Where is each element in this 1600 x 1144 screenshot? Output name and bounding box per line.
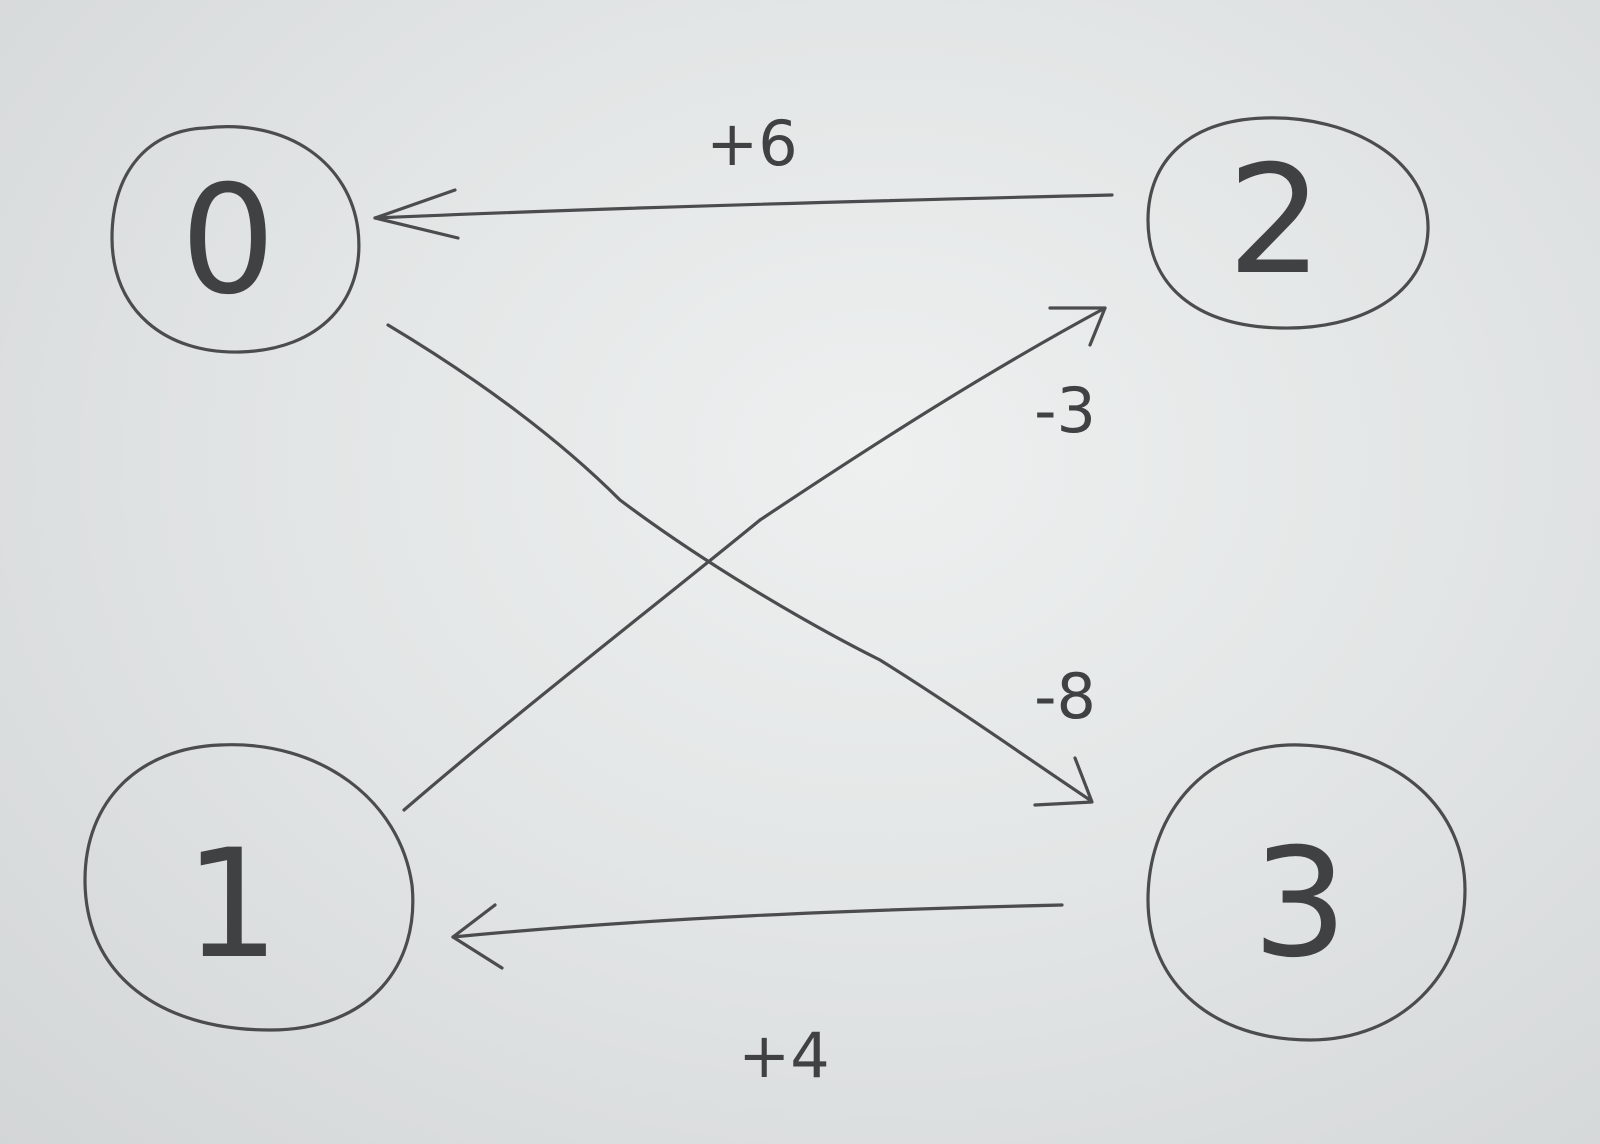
edge-0-to-3: -8 [386,323,1096,807]
edge-2-to-0-label: +6 [706,107,797,180]
edge-2-to-0-arrowhead [373,188,460,240]
edge-0-to-3-line [386,323,1092,802]
edge-1-to-2-label: -3 [1034,374,1096,447]
node-0: 0 [110,125,361,354]
node-2-circle [1146,116,1430,330]
edge-1-to-2: -3 [402,306,1107,812]
edge-0-to-3-label: -8 [1034,660,1096,733]
edge-3-to-1-line [451,903,1064,939]
edge-0-to-3-arrowhead [1033,756,1094,807]
edge-3-to-1-label: +4 [738,1019,829,1092]
edge-2-to-0: +6 [373,107,1114,240]
edge-3-to-1: +4 [451,903,1064,1092]
node-0-circle [110,125,361,354]
edge-2-to-0-line [373,193,1114,220]
node-3-circle [1146,743,1467,1042]
node-1-circle [83,743,415,1032]
node-0-label: 0 [180,154,275,328]
edge-1-to-2-arrowhead [1048,306,1107,347]
node-1: 1 [83,743,415,1032]
node-1-label: 1 [184,818,279,992]
node-2: 2 [1146,116,1430,330]
edge-1-to-2-line [402,306,1107,812]
edge-3-to-1-arrowhead [451,903,504,970]
node-2-label: 2 [1227,134,1322,308]
node-3: 3 [1146,743,1467,1042]
node-3-label: 3 [1252,817,1347,991]
